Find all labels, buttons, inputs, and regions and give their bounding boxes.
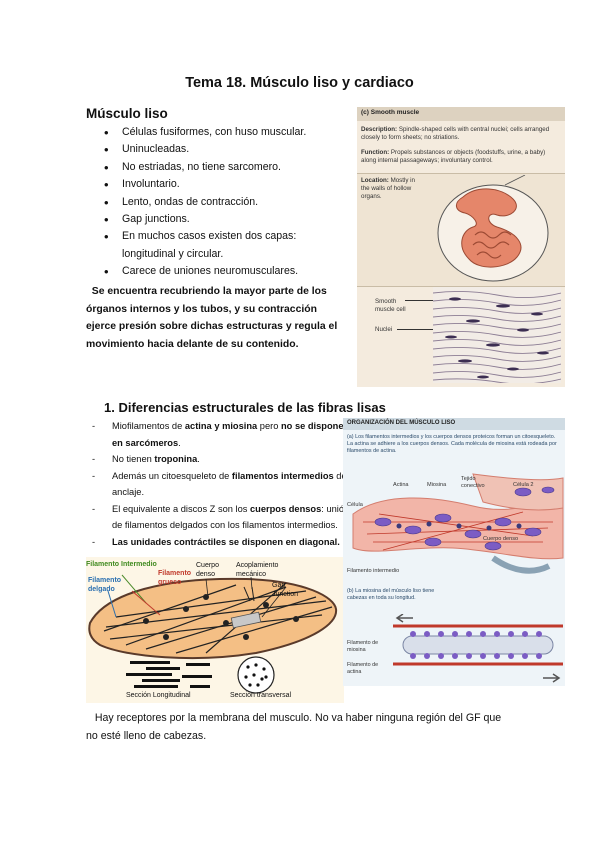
item-text: pero [257, 421, 281, 431]
item-bold: cuerpos densos [249, 503, 322, 514]
figure3-header: ORGANIZACIÓN DEL MÚSCULO LISO [347, 420, 456, 426]
list-item: Células fusiformes, con huso muscular. [100, 124, 345, 142]
caption-a: (a) Los filamentos intermedios y los cue… [347, 434, 557, 454]
figure3-header-bar [343, 418, 565, 430]
description-text: Description: Spindle-shaped cells with c… [361, 126, 559, 142]
item-text: de anclaje. [112, 470, 347, 498]
list-item: Las unidades contráctiles se disponen en… [90, 534, 350, 551]
closing-paragraph: Hay receptores por la membrana del muscu… [86, 710, 506, 745]
figure-header: (c) Smooth muscle [361, 109, 420, 116]
smooth-muscle-figure: (c) Smooth muscle Description: Spindle-s… [357, 107, 565, 387]
label-filamento-actina: Filamento de actina [347, 662, 379, 675]
item-bold: actina [184, 421, 212, 431]
location-text: Location: Mostly in the walls of hollow … [361, 177, 423, 201]
spindle-cell-drawing [88, 574, 338, 694]
item-bold: filamentos intermedios [231, 470, 334, 481]
list-item: El equivalente a discos Z son los cuerpo… [90, 501, 350, 534]
list-item: Involuntario. [100, 176, 345, 194]
label-miosina: Miosina [427, 482, 447, 488]
page-title: Tema 18. Músculo liso y cardiaco [185, 75, 414, 91]
digestive-organ-illustration [437, 175, 549, 282]
label-leader-cell [405, 300, 455, 301]
section-heading-musculo-liso: Músculo liso [86, 106, 168, 121]
label-celula-2: Célula 2 [513, 482, 534, 488]
item-bold: miosina [222, 421, 258, 431]
intro-paragraph-text: Se encuentra recubriendo la mayor parte … [86, 286, 338, 350]
description-value: Spindle-shaped cells with central nuclei… [361, 126, 550, 141]
label-celula: Célula [347, 502, 363, 508]
label-filamento-intermedio: Filamento intermedio [347, 568, 400, 574]
label-filamento-miosina: Filamento de miosina [347, 640, 379, 653]
label-cuerpo-denso: Cuerpo denso [483, 536, 519, 542]
item-text: El equivalente a discos Z son los [112, 503, 250, 514]
function-label: Function: [361, 149, 390, 156]
item-text: y [211, 421, 223, 431]
thin-filament-label: Filamento delgado [88, 577, 122, 593]
smooth-muscle-organization-figure: ORGANIZACIÓN DEL MÚSCULO LISO (a) Los fi… [343, 418, 565, 686]
smooth-muscle-list: Células fusiformes, con huso muscular. U… [100, 124, 345, 281]
nuclei-label: Nuclei [375, 326, 393, 333]
intermediate-filament-label: Filamento Intermedio [86, 561, 157, 568]
list-item: Además un citoesqueleto de filamentos in… [90, 468, 350, 501]
list-item: Miofilamentos de actina y miosina pero n… [90, 418, 350, 451]
list-item: No tienen troponina. [90, 451, 350, 468]
item-bold: Las unidades contráctiles se disponen en… [112, 536, 340, 547]
item-text: : unión de filamentos delgados con los f… [112, 503, 350, 531]
location-value: Mostly in the walls of hollow organs. [361, 177, 415, 200]
thick-filament-label: Filamento grueso [158, 570, 192, 586]
item-text: . [178, 437, 181, 448]
figure-header-bar [357, 107, 565, 121]
list-item: Lento, ondas de contracción. [100, 194, 345, 212]
closing-paragraph-text: Hay receptores por la membrana del muscu… [86, 712, 502, 742]
list-item: Gap junctions. [100, 211, 345, 229]
item-bold: no se disponen en sarcómeros [112, 421, 350, 448]
list-item: En muchos casos existen dos capas: longi… [100, 228, 345, 263]
longitudinal-section-label: Sección Longitudinal [126, 692, 191, 699]
list-item: Carece de uniones neuromusculares. [100, 263, 345, 281]
section-heading-diferencias: 1. Diferencias estructurales de las fibr… [104, 400, 386, 415]
function-value: Propels substances or objects (foodstuff… [361, 149, 546, 164]
item-text: No tienen [112, 454, 155, 464]
label-leader-nuclei [397, 329, 457, 330]
location-label: Location: [361, 177, 389, 184]
list-item: No estriadas, no tiene sarcomero. [100, 159, 345, 177]
function-text: Function: Propels substances or objects … [361, 149, 559, 165]
label-tejido-conectivo: Tejido conectivo [461, 476, 485, 489]
transverse-section-label: Sección transversal [230, 692, 292, 699]
item-text: . [197, 454, 200, 464]
smooth-muscle-cell-label: Smooth muscle cell [375, 298, 406, 313]
item-bold: troponina [154, 454, 198, 464]
item-text: Miofilamentos de [112, 421, 185, 431]
item-text: Además un citoesqueleto de [112, 470, 232, 481]
label-actina: Actina [393, 482, 409, 488]
dense-body-label: Cuerpo denso [196, 562, 219, 578]
spindle-cell-figure: Filamento Intermedio Filamento delgado F… [86, 557, 344, 703]
caption-b: (b) La miosina del músculo liso tiene ca… [347, 588, 435, 601]
description-label: Description: [361, 126, 398, 133]
cell-network-drawing [352, 473, 564, 574]
mechanical-coupling-label: Acoplamiento mecánico [236, 562, 279, 578]
intro-paragraph: Se encuentra recubriendo la mayor parte … [86, 283, 348, 353]
structural-differences-list: Miofilamentos de actina y miosina pero n… [90, 418, 350, 550]
list-item: Uninucleadas. [100, 141, 345, 159]
smooth-muscle-micrograph [433, 287, 561, 383]
myosin-actin-drawing [393, 614, 563, 683]
gap-junction-label: Gap Junction [272, 582, 299, 598]
